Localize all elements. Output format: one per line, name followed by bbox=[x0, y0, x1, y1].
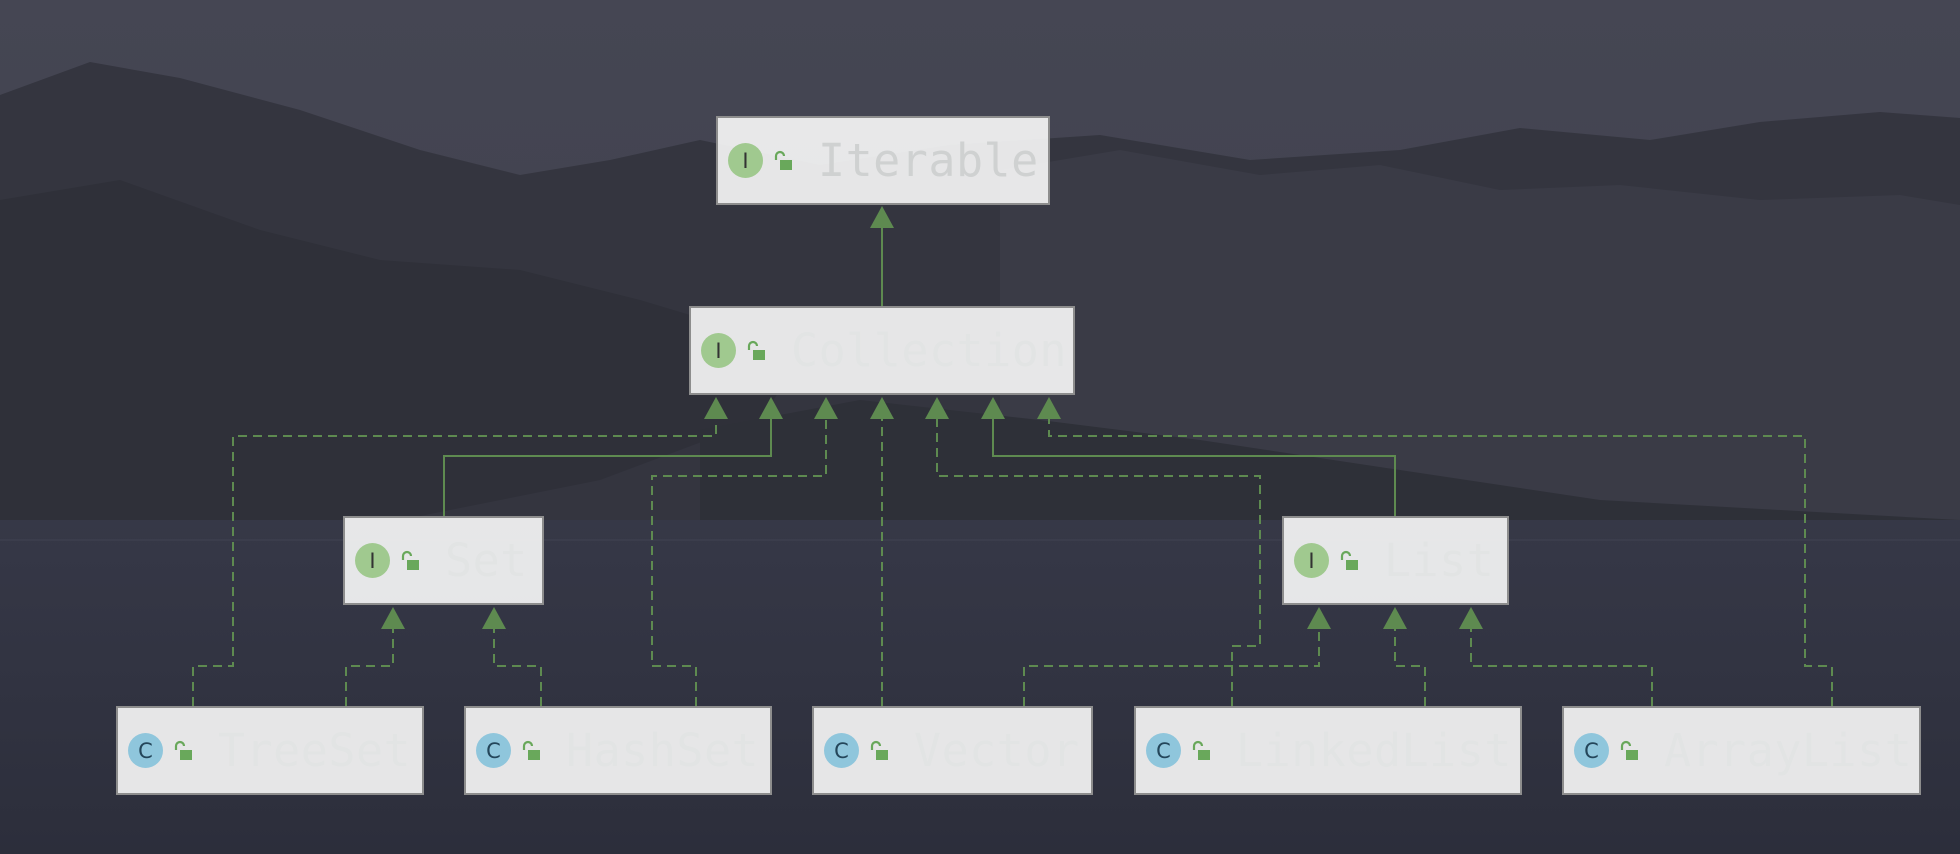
node-vector[interactable]: C Vector bbox=[812, 706, 1093, 795]
edge-hashset-to-set bbox=[482, 607, 542, 706]
node-list[interactable]: I List bbox=[1282, 516, 1509, 605]
class-badge-icon: C bbox=[1146, 733, 1181, 768]
node-label: TreeSet bbox=[218, 724, 412, 777]
interface-badge-icon: I bbox=[701, 333, 736, 368]
edge-treeset-to-collection bbox=[192, 397, 728, 706]
open-lock-icon bbox=[1338, 550, 1360, 572]
edge-hashset-to-collection bbox=[651, 397, 838, 706]
class-badge-icon: C bbox=[1574, 733, 1609, 768]
open-lock-icon bbox=[772, 150, 794, 172]
arrowhead bbox=[482, 607, 506, 629]
node-treeset[interactable]: C TreeSet bbox=[116, 706, 424, 795]
arrowhead bbox=[1037, 397, 1061, 419]
edge-collection-to-iterable bbox=[870, 206, 894, 306]
open-lock-icon bbox=[745, 340, 767, 362]
arrowhead bbox=[981, 397, 1005, 419]
node-label: LinkedList bbox=[1236, 724, 1512, 777]
arrowhead bbox=[1307, 607, 1331, 629]
edge-linkedlist-to-collection bbox=[925, 397, 1261, 706]
open-lock-icon bbox=[1618, 740, 1640, 762]
open-lock-icon bbox=[172, 740, 194, 762]
edge-arraylist-to-collection bbox=[1037, 397, 1833, 706]
arrowhead bbox=[1383, 607, 1407, 629]
open-lock-icon bbox=[1190, 740, 1212, 762]
arrowhead bbox=[704, 397, 728, 419]
edge-vector-to-collection bbox=[870, 397, 894, 706]
edge-arraylist-to-list bbox=[1459, 607, 1653, 706]
class-badge-icon: C bbox=[824, 733, 859, 768]
node-label: Vector bbox=[914, 724, 1080, 777]
node-label: Set bbox=[445, 534, 528, 587]
arrowhead bbox=[814, 397, 838, 419]
arrowhead bbox=[759, 397, 783, 419]
open-lock-icon bbox=[868, 740, 890, 762]
arrowhead bbox=[870, 206, 894, 228]
interface-badge-icon: I bbox=[728, 143, 763, 178]
node-arraylist[interactable]: C ArrayList bbox=[1562, 706, 1921, 795]
node-linkedlist[interactable]: C LinkedList bbox=[1134, 706, 1522, 795]
node-set[interactable]: I Set bbox=[343, 516, 544, 605]
interface-badge-icon: I bbox=[355, 543, 390, 578]
arrowhead bbox=[381, 607, 405, 629]
open-lock-icon bbox=[399, 550, 421, 572]
interface-badge-icon: I bbox=[1294, 543, 1329, 578]
node-label: List bbox=[1384, 534, 1495, 587]
node-hashset[interactable]: C HashSet bbox=[464, 706, 772, 795]
arrowhead bbox=[870, 397, 894, 419]
arrowhead bbox=[1459, 607, 1483, 629]
edge-list-to-collection bbox=[981, 397, 1396, 516]
node-label: Iterable bbox=[818, 134, 1039, 187]
node-label: ArrayList bbox=[1664, 724, 1913, 777]
class-badge-icon: C bbox=[128, 733, 163, 768]
edge-vector-to-list bbox=[1023, 607, 1331, 706]
node-collection[interactable]: I Collection bbox=[689, 306, 1075, 395]
open-lock-icon bbox=[520, 740, 542, 762]
node-label: HashSet bbox=[566, 724, 760, 777]
edge-set-to-collection bbox=[443, 397, 783, 516]
class-badge-icon: C bbox=[476, 733, 511, 768]
edge-linkedlist-to-list bbox=[1383, 607, 1426, 706]
node-label: Collection bbox=[791, 324, 1067, 377]
arrowhead bbox=[925, 397, 949, 419]
node-iterable[interactable]: I Iterable bbox=[716, 116, 1050, 205]
edge-treeset-to-set bbox=[345, 607, 405, 706]
